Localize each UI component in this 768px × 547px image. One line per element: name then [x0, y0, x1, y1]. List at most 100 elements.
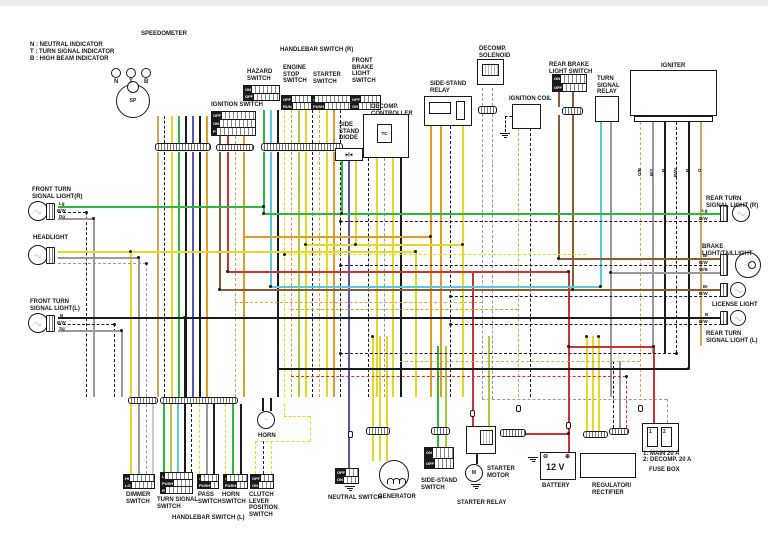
wire-segment: [305, 244, 462, 246]
wire-segment: [58, 324, 114, 325]
wire-segment: [225, 404, 226, 474]
license-light: ◠◡: [730, 282, 746, 298]
rear-turn-signal-right-connector: [720, 205, 728, 222]
wire-segment: [227, 152, 229, 271]
front-turn-signal-left: ◠◡: [28, 313, 48, 333]
inline-connector-pin: [638, 405, 643, 412]
junction-dot: [304, 243, 307, 246]
wire-color-label: B/W: [699, 319, 708, 324]
wire-segment: [206, 152, 208, 397]
switch-position-label: OFF: [553, 83, 563, 91]
wire-segment: [626, 376, 627, 428]
wire-segment: [157, 152, 159, 397]
wire-segment: [284, 254, 586, 255]
battery: [540, 452, 576, 480]
wire-segment: [243, 236, 430, 238]
junction-dot: [599, 285, 602, 288]
wire-segment: [572, 115, 574, 289]
wire-segment: [263, 206, 265, 213]
junction-dot: [262, 212, 265, 215]
junction-dot: [567, 432, 570, 435]
wire-segment: [326, 110, 328, 143]
wire-segment: [472, 271, 474, 426]
wire-segment: [138, 404, 140, 474]
wire-segment: [600, 121, 602, 286]
switch-position-label: ON: [553, 75, 561, 83]
wire-segment: [138, 257, 140, 397]
license-light-connector: [720, 283, 728, 297]
harness-connector: [431, 427, 450, 435]
diagram-label: 1: MAIN 20 A: [643, 451, 680, 457]
wire-segment: [440, 126, 442, 397]
switch-position-label: PUSH: [198, 482, 212, 488]
starter-motor: M: [465, 464, 483, 482]
diagram-label: HANDLEBAR SWITCH (L): [172, 515, 245, 521]
wire-segment: [298, 152, 300, 397]
ground-symbol: [471, 484, 481, 490]
wire-segment: [163, 404, 165, 472]
junction-dot: [429, 235, 432, 238]
harness-connector: [261, 143, 343, 151]
wire-segment: [219, 289, 722, 291]
wire-segment: [284, 152, 285, 397]
wire-segment: [368, 158, 369, 397]
igniter: [630, 70, 717, 116]
switch-position-label: P: [212, 128, 217, 135]
junction-dot: [557, 257, 560, 260]
wire-color-label: B/W: [699, 291, 708, 296]
wire-segment: [558, 258, 722, 260]
junction-dot: [652, 345, 655, 348]
wire-segment: [319, 152, 320, 397]
generator-coil: [399, 478, 406, 484]
wire-segment: [270, 110, 272, 143]
diagram-label: REAR TURN SIGNAL LIGHT (L): [706, 331, 758, 344]
wire-segment: [270, 152, 272, 286]
junction-dot: [183, 316, 186, 319]
wire-segment: [688, 122, 690, 368]
battery-minus-terminal: ⊖: [543, 454, 549, 460]
junction-dot: [339, 352, 342, 355]
diagram-label: IGNITION SWITCH: [211, 102, 263, 108]
wire-segment: [376, 158, 378, 397]
diagram-label: B : HIGH BEAM INDICATOR: [30, 56, 109, 62]
wire-segment: [213, 404, 215, 474]
switch-box: •PUSH: [223, 474, 248, 489]
switch-position-label: L: [161, 473, 166, 479]
wire-segment: [284, 404, 285, 416]
diagram-label: T : TURN SIGNAL INDICATOR: [30, 49, 115, 55]
wire-segment: [482, 88, 483, 106]
wire-segment: [152, 404, 154, 474]
switch-box: •PUSH: [311, 95, 352, 110]
wire-segment: [262, 398, 264, 411]
junction-dot: [218, 288, 221, 291]
wire-segment: [400, 158, 402, 397]
diagram-label: SIDE-STAND RELAY: [430, 81, 467, 94]
ground-symbol: [345, 486, 355, 492]
diagram-label: PASS SWITCH: [198, 492, 222, 505]
wire-segment: [255, 441, 256, 474]
wire-segment: [164, 152, 165, 397]
wire-segment: [206, 116, 208, 143]
generator: [379, 460, 409, 490]
wire-segment: [640, 122, 641, 397]
diagram-label: DIMMER SWITCH: [126, 492, 151, 505]
wire-segment: [572, 92, 574, 107]
diagram-label: B: [144, 79, 149, 85]
front-turn-signal-left-connector: [46, 315, 55, 332]
switch-position-label: OFF: [425, 458, 435, 468]
wire-color-label: B: [661, 168, 666, 172]
junction-dot: [339, 220, 342, 223]
wire-segment: [392, 158, 394, 397]
wire-segment: [235, 302, 482, 303]
diagram-label: NEUTRAL SWITCH: [328, 495, 382, 501]
inline-connector-pin: [348, 431, 353, 438]
wire-segment: [492, 88, 493, 106]
brake-taillight-connector: [720, 254, 728, 276]
wire-segment: [184, 404, 186, 472]
wire-segment: [372, 336, 374, 427]
wire-segment: [177, 404, 179, 472]
junction-dot: [120, 329, 123, 332]
